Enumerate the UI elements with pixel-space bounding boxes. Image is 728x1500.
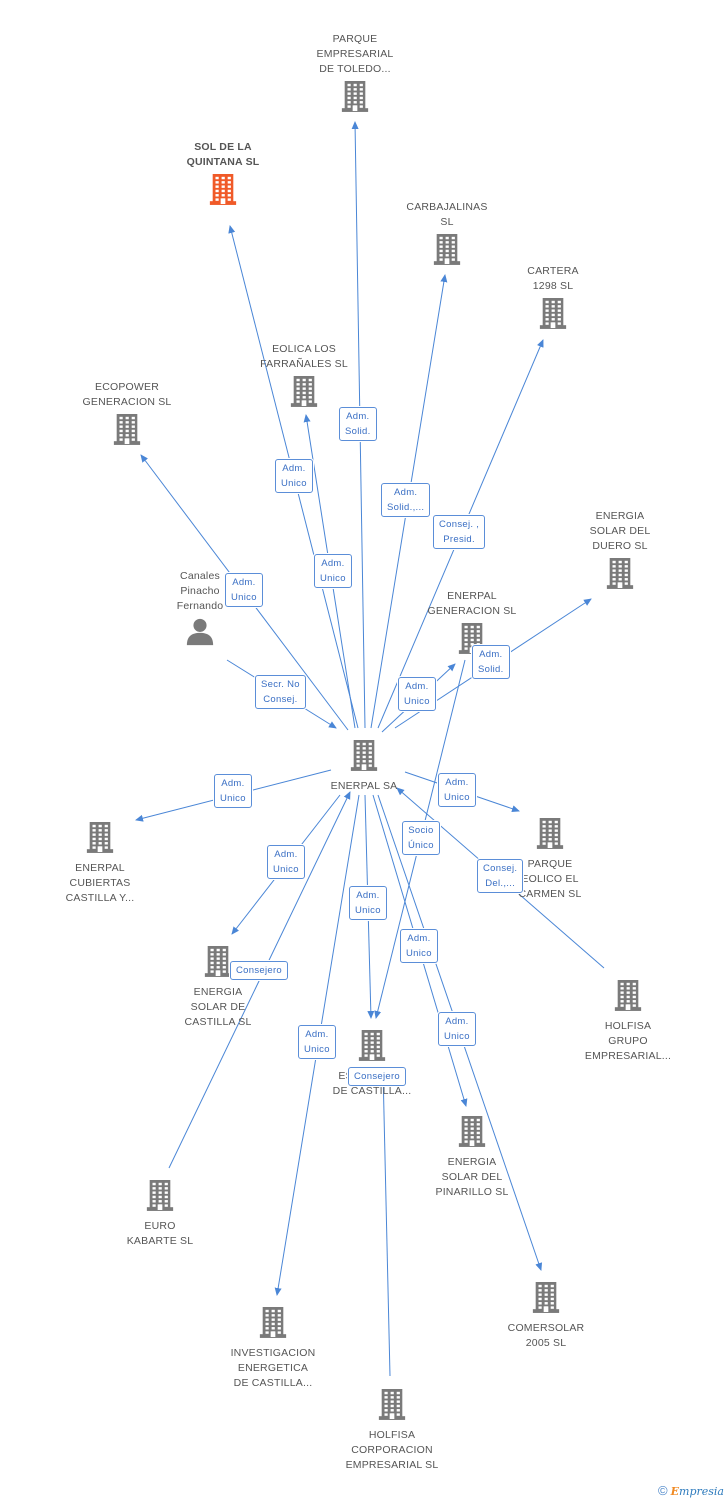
node-parque-eolico-carmen[interactable]: PARQUE EOLICO EL CARMEN SL bbox=[475, 814, 625, 902]
node-energia-pinarillo[interactable]: ENERGIA SOLAR DEL PINARILLO SL bbox=[397, 1112, 547, 1200]
building-icon[interactable] bbox=[317, 1387, 467, 1426]
node-label[interactable]: ENERGIA SOLAR DEL DUERO SL bbox=[589, 510, 651, 552]
node-label[interactable]: Canales Pinacho Fernando bbox=[176, 570, 224, 612]
footer: © Empresia bbox=[658, 1483, 724, 1498]
copyright-symbol: © bbox=[657, 1483, 668, 1498]
edge-euro-kabarte-to-enerpal-sa bbox=[168, 791, 351, 1169]
building-icon[interactable] bbox=[478, 296, 628, 335]
node-cartera-1298[interactable]: CARTERA 1298 SL bbox=[478, 264, 628, 337]
edge-label[interactable]: Adm. Solid.,... bbox=[381, 483, 431, 517]
edge-label[interactable]: Secr. No Consej. bbox=[255, 675, 306, 709]
building-icon[interactable] bbox=[553, 978, 703, 1017]
edge-holfisa-corporacion-to-enerpal-sa bbox=[379, 1069, 391, 1377]
node-label[interactable]: ENERPAL SA bbox=[330, 780, 398, 792]
node-label[interactable]: ENERPAL CUBIERTAS CASTILLA Y... bbox=[65, 862, 135, 904]
node-label[interactable]: COMERSOLAR 2005 SL bbox=[507, 1322, 585, 1349]
building-icon[interactable] bbox=[148, 172, 298, 211]
building-icon[interactable] bbox=[372, 232, 522, 271]
node-holfisa-grupo[interactable]: HOLFISA GRUPO EMPRESARIAL... bbox=[553, 976, 703, 1064]
node-label[interactable]: HOLFISA CORPORACION EMPRESARIAL SL bbox=[345, 1429, 439, 1471]
node-label[interactable]: ECOPOWER GENERACION SL bbox=[82, 381, 172, 408]
node-label[interactable]: CARBAJALINAS SL bbox=[406, 201, 488, 228]
node-label[interactable]: ENERPAL GENERACION SL bbox=[427, 590, 517, 617]
edge-label[interactable]: Consej. Del.,... bbox=[477, 859, 524, 893]
edge-label[interactable]: Adm. Solid. bbox=[339, 407, 377, 441]
edge-label[interactable]: Adm. Unico bbox=[225, 573, 263, 607]
node-carbajalinas[interactable]: CARBAJALINAS SL bbox=[372, 200, 522, 273]
building-icon[interactable] bbox=[52, 412, 202, 451]
node-label[interactable]: ENERGIA SOLAR DEL PINARILLO SL bbox=[435, 1156, 509, 1198]
edge-label[interactable]: Consejero bbox=[230, 961, 289, 980]
building-icon[interactable] bbox=[280, 79, 430, 118]
edge-label[interactable]: Consej. , Presid. bbox=[433, 515, 486, 549]
node-energia-castilla[interactable]: ENERGIA SOLAR DE CASTILLA SL bbox=[143, 942, 293, 1030]
building-icon[interactable] bbox=[289, 738, 439, 777]
node-label[interactable]: ENERGIA SOLAR DE CASTILLA SL bbox=[184, 986, 252, 1028]
node-comersolar[interactable]: COMERSOLAR 2005 SL bbox=[471, 1278, 621, 1351]
node-label[interactable]: INVESTIGACION ENERGETICA DE CASTILLA... bbox=[230, 1347, 316, 1389]
node-label[interactable]: PARQUE EMPRESARIAL DE TOLEDO... bbox=[316, 33, 394, 75]
edge-label[interactable]: Adm. Unico bbox=[275, 459, 313, 493]
edge-label[interactable]: Adm. Unico bbox=[438, 773, 476, 807]
building-icon[interactable] bbox=[297, 1028, 447, 1067]
building-icon[interactable] bbox=[85, 1178, 235, 1217]
node-label[interactable]: CARTERA 1298 SL bbox=[527, 265, 579, 292]
node-enerpal-sa[interactable]: ENERPAL SA bbox=[289, 736, 439, 794]
brand-logo[interactable]: Empresia bbox=[671, 1485, 724, 1498]
node-euro-kabarte[interactable]: EURO KABARTE SL bbox=[85, 1176, 235, 1249]
node-label[interactable]: EOLICA LOS FARRAÑALES SL bbox=[260, 343, 348, 370]
edge-label[interactable]: Adm. Unico bbox=[400, 929, 438, 963]
edge-label[interactable]: Adm. Unico bbox=[349, 886, 387, 920]
node-holfisa-corporacion[interactable]: HOLFISA CORPORACION EMPRESARIAL SL bbox=[317, 1385, 467, 1473]
node-label[interactable]: PARQUE EOLICO EL CARMEN SL bbox=[518, 858, 582, 900]
building-icon[interactable] bbox=[397, 1114, 547, 1153]
edge-label[interactable]: Adm. Unico bbox=[438, 1012, 476, 1046]
edge-label[interactable]: Adm. Unico bbox=[267, 845, 305, 879]
node-investigacion[interactable]: INVESTIGACION ENERGETICA DE CASTILLA... bbox=[198, 1303, 348, 1391]
node-label[interactable]: EURO KABARTE SL bbox=[126, 1220, 194, 1247]
node-sol-quintana[interactable]: SOL DE LA QUINTANA SL bbox=[148, 140, 298, 213]
edge-label[interactable]: Adm. Solid. bbox=[472, 645, 510, 679]
edge-label[interactable]: Socio Único bbox=[402, 821, 440, 855]
person-icon[interactable] bbox=[125, 616, 275, 651]
building-icon[interactable] bbox=[25, 820, 175, 859]
node-energia-duero[interactable]: ENERGIA SOLAR DEL DUERO SL bbox=[545, 509, 695, 597]
edge-label[interactable]: Adm. Unico bbox=[398, 677, 436, 711]
building-icon[interactable] bbox=[475, 816, 625, 855]
building-icon[interactable] bbox=[229, 374, 379, 413]
node-parque-toledo[interactable]: PARQUE EMPRESARIAL DE TOLEDO... bbox=[280, 32, 430, 120]
node-canales[interactable]: Canales Pinacho Fernando bbox=[125, 569, 275, 653]
edge-label[interactable]: Adm. Unico bbox=[214, 774, 252, 808]
edge-label[interactable]: Adm. Unico bbox=[314, 554, 352, 588]
building-icon[interactable] bbox=[545, 556, 695, 595]
node-eolica-farranales[interactable]: EOLICA LOS FARRAÑALES SL bbox=[229, 342, 379, 415]
building-icon[interactable] bbox=[471, 1280, 621, 1319]
node-ecopower[interactable]: ECOPOWER GENERACION SL bbox=[52, 380, 202, 453]
node-label[interactable]: SOL DE LA QUINTANA SL bbox=[186, 141, 260, 168]
brand-name: mpresia bbox=[679, 1485, 724, 1498]
node-enerpal-generacion[interactable]: ENERPAL GENERACION SL bbox=[397, 589, 547, 662]
node-enerpal-cubiertas[interactable]: ENERPAL CUBIERTAS CASTILLA Y... bbox=[25, 818, 175, 906]
edge-label[interactable]: Adm. Unico bbox=[298, 1025, 336, 1059]
node-label[interactable]: HOLFISA GRUPO EMPRESARIAL... bbox=[584, 1020, 672, 1062]
edge-label[interactable]: Consejero bbox=[348, 1067, 407, 1086]
building-icon[interactable] bbox=[143, 944, 293, 983]
brand-initial: E bbox=[670, 1485, 680, 1498]
building-icon[interactable] bbox=[198, 1305, 348, 1344]
